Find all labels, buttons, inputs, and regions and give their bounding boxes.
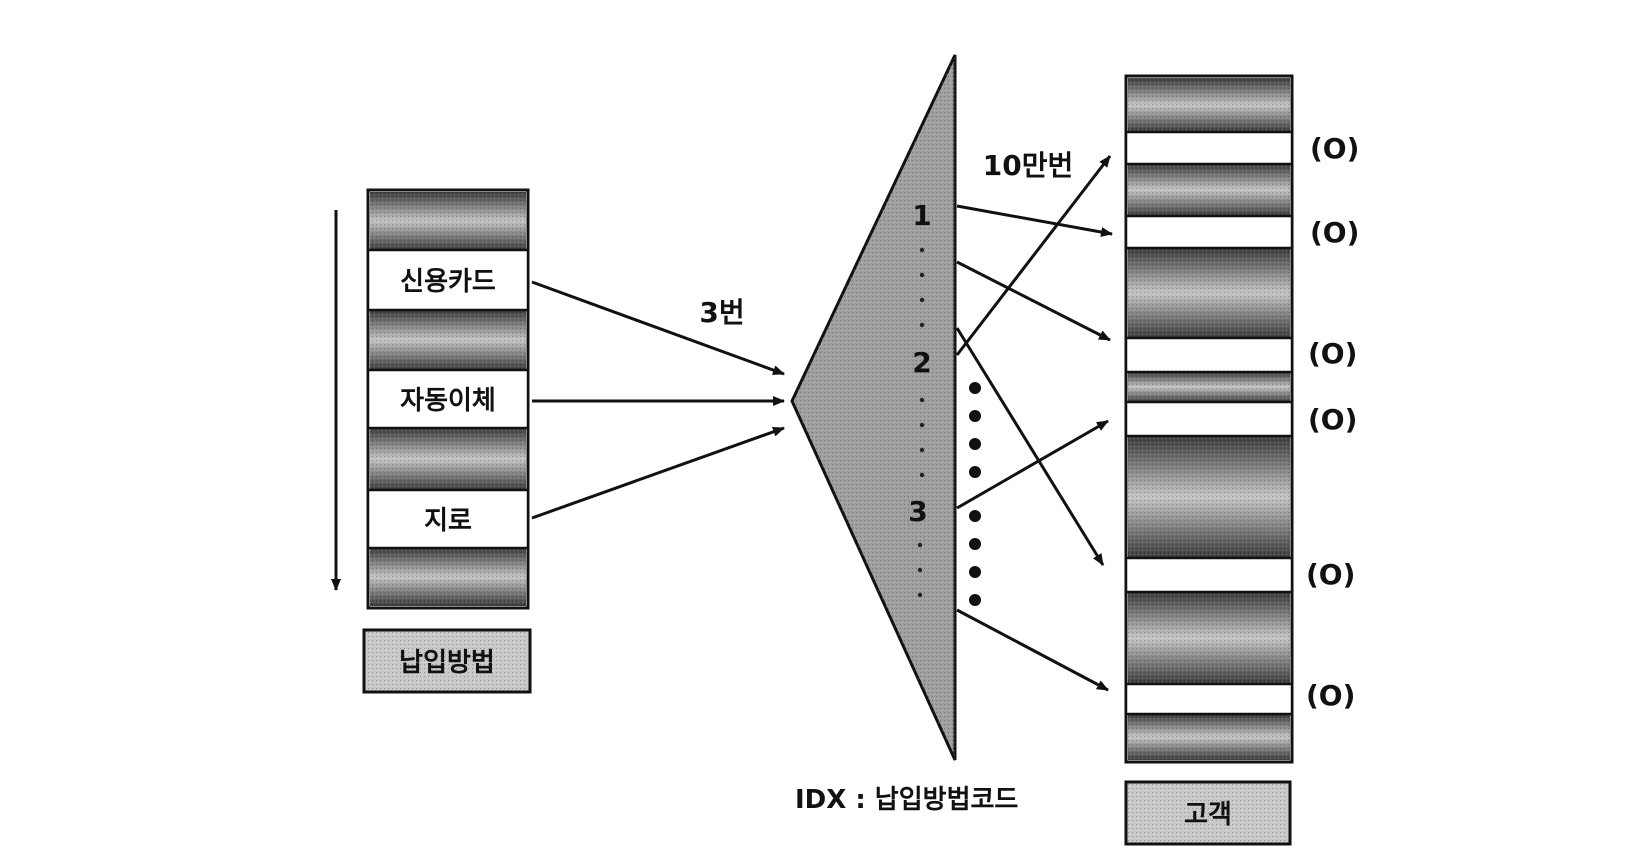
arrow-index-to-row-1 — [955, 155, 1112, 356]
right-row-mark-4: (O) — [1308, 403, 1357, 436]
index-leaf-dots — [917, 247, 925, 598]
arrow-giro-to-index — [531, 426, 785, 520]
arrow-index-to-row-5 — [955, 327, 1105, 566]
access-count-right: 10만번 — [983, 149, 1074, 182]
arrow-index-to-row-3 — [956, 260, 1111, 342]
right-table-row-box — [1124, 130, 1294, 166]
ellipsis-dots — [969, 382, 981, 606]
left-table-row-auto-transfer: 자동이체 — [400, 386, 496, 416]
left-table-row-credit-card: 신용카드 — [400, 267, 496, 297]
right-table-row-box — [1124, 556, 1294, 594]
arrow-credit-card-to-index — [531, 280, 785, 376]
right-table-row-box — [1124, 682, 1294, 716]
index-entry-1: 1 — [912, 199, 931, 232]
index-entry-3: 3 — [908, 495, 927, 528]
right-row-mark-3: (O) — [1308, 337, 1357, 370]
right-table-row-box — [1124, 336, 1294, 374]
arrow-index-to-row-4 — [956, 419, 1109, 510]
right-table-caption: 고객 — [1184, 800, 1232, 830]
right-table — [1124, 74, 1294, 764]
arrow-index-to-row-2 — [956, 204, 1113, 237]
right-row-mark-6: (O) — [1306, 679, 1355, 712]
index-triangle: 1 2 3 — [790, 54, 957, 761]
left-table-caption: 납입방법 — [399, 648, 495, 678]
arrow-index-to-row-6 — [956, 608, 1109, 692]
left-table-row-giro: 지로 — [424, 506, 472, 536]
index-caption: IDX : 납입방법코드 — [795, 785, 1018, 815]
right-row-mark-1: (O) — [1310, 132, 1359, 165]
left-table: 신용카드 자동이체 지로 — [366, 188, 530, 610]
right-table-row-box — [1124, 214, 1294, 250]
right-row-mark-5: (O) — [1306, 558, 1355, 591]
index-entry-2: 2 — [912, 346, 931, 379]
right-row-mark-2: (O) — [1310, 216, 1359, 249]
left-table-row-box — [366, 248, 530, 312]
right-table-row-box — [1124, 400, 1294, 438]
left-table-row-box — [366, 368, 530, 430]
left-table-row-box — [366, 488, 530, 550]
access-count-left: 3번 — [699, 296, 744, 329]
